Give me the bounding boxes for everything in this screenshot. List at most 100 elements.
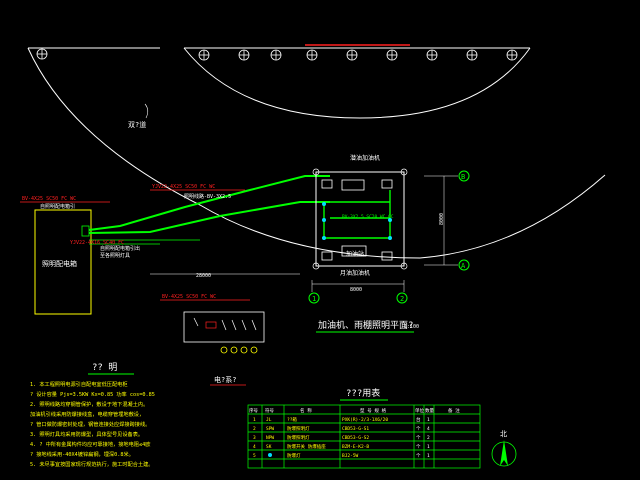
note-line: 3. 照明灯具均采用防爆型，具体型号见设备表。 xyxy=(30,430,143,438)
cable-label-c6: BV-3X2.5 SC20 WC CC xyxy=(342,214,394,220)
panel-schematic[interactable] xyxy=(183,311,265,343)
svg-text:序号: 序号 xyxy=(249,407,258,414)
table-row: 3 NPW 防爆照明灯 CBD53-G-S2 个 2 xyxy=(253,434,430,441)
light-icon xyxy=(346,49,358,61)
table-title: ???用表 xyxy=(346,387,380,399)
svg-text:PXK(R)-2/3-1X6/20: PXK(R)-2/3-1X6/20 xyxy=(342,417,388,423)
panel-outputs xyxy=(220,346,258,354)
svg-text:2: 2 xyxy=(427,435,430,441)
table-row: 2 SPW 防爆照明灯 CBD53-G-S1 个 4 xyxy=(253,425,430,432)
panel-box[interactable] xyxy=(81,225,90,237)
dimension-lines xyxy=(311,175,458,292)
svg-text:个: 个 xyxy=(416,453,421,459)
svg-text:5: 5 xyxy=(253,453,256,459)
cable-thin xyxy=(89,239,200,245)
axis-bubble-a: A xyxy=(458,259,470,271)
svg-text:数量: 数量 xyxy=(425,407,434,414)
note-line: ? 接地线采用-40X4镀锌扁钢，埋深0.8米。 xyxy=(30,450,134,458)
svg-text:CBD53-G-S2: CBD53-G-S2 xyxy=(342,435,369,441)
dispenser-bl[interactable] xyxy=(321,251,333,261)
light-icon xyxy=(386,49,398,61)
dim-left: 28000 xyxy=(196,273,211,279)
note-line: ? 管口做防爆密封处理，钢管连接处应焊接跨接线。 xyxy=(30,420,150,428)
table-symbol-icon xyxy=(268,453,272,457)
svg-text:防爆照明灯: 防爆照明灯 xyxy=(287,425,310,432)
canopy-lights xyxy=(36,48,518,61)
fuel-island xyxy=(315,171,405,267)
table-row: 5 防爆灯 BJ2-5W 个 1 xyxy=(253,452,430,459)
cable-routes xyxy=(88,175,330,234)
cable-label-c1: YJV22-4X25 SC50 FC WC xyxy=(152,184,215,190)
cable-label-c7: 自照明配电箱引 xyxy=(40,203,75,210)
svg-text:1: 1 xyxy=(312,295,316,303)
north-arrow-icon: 北 xyxy=(491,430,517,467)
svg-text:BJ2-5W: BJ2-5W xyxy=(342,453,359,459)
light-icon xyxy=(238,49,250,61)
svg-text:台: 台 xyxy=(416,416,421,423)
svg-text:北: 北 xyxy=(500,430,507,438)
equipment-table xyxy=(247,404,481,469)
svg-text:1: 1 xyxy=(427,453,430,459)
svg-text:A: A xyxy=(461,262,466,270)
panel-breakers xyxy=(193,317,257,331)
canopy-outline xyxy=(27,44,606,259)
svg-text:个: 个 xyxy=(416,435,421,441)
dim-width: 8000 xyxy=(350,287,362,293)
svg-text:4: 4 xyxy=(253,444,256,450)
svg-text:1: 1 xyxy=(253,417,256,423)
svg-text:个: 个 xyxy=(416,444,421,450)
svg-text:名 称: 名 称 xyxy=(300,407,312,414)
note-line: 5. 未尽事宜按国家现行规范执行，施工时配合土建。 xyxy=(30,460,154,468)
light-icon xyxy=(506,49,518,61)
svg-text:B: B xyxy=(461,173,465,181)
island-corner-marks xyxy=(312,168,408,270)
svg-text:2: 2 xyxy=(253,426,256,432)
light-icon xyxy=(270,49,282,61)
cable-label-c2: 照明线路-BV-3X2.5 xyxy=(184,193,231,200)
note-line: 2. 照明线路均穿钢管保护，敷设于地下混凝土内。 xyxy=(30,400,148,408)
dim-height: 8000 xyxy=(439,213,445,225)
note-line: 4. ? 中所有金属构件均应可靠接地，接地电阻≤4欧 xyxy=(30,440,151,448)
table-row: 1 JL ??箱 PXK(R)-2/3-1X6/20 台 1 xyxy=(253,416,430,423)
island-center-label: 加油站 xyxy=(346,250,364,258)
cable-label-c4: 自照明配电箱引出 xyxy=(100,245,140,252)
svg-text:防爆照明灯: 防爆照明灯 xyxy=(287,434,310,441)
svg-text:防爆灯: 防爆灯 xyxy=(287,452,301,459)
svg-text:NPW: NPW xyxy=(266,435,274,441)
dispenser-tr[interactable] xyxy=(381,179,393,189)
island-junction-dots xyxy=(322,202,392,240)
plan-title: 加油机、雨棚照明平面? xyxy=(318,319,413,331)
axis-bubble-2: 2 xyxy=(396,292,408,304)
note-line: ? 设计容量 Pjs=3.5KW Kx=0.85 功率 cos=0.85 xyxy=(30,390,155,398)
note-line: 1. 本工程照明电源引自配电室低压配电柜 xyxy=(30,380,128,388)
svg-text:SK: SK xyxy=(266,444,272,450)
light-icon xyxy=(466,49,478,61)
svg-text:备 注: 备 注 xyxy=(448,407,460,414)
cable-label-c5: 至各照明灯具 xyxy=(100,252,130,259)
svg-text:SPW: SPW xyxy=(266,426,274,432)
room-label: 照明配电箱 xyxy=(42,259,77,268)
svg-text:??箱: ??箱 xyxy=(287,416,297,423)
table-row: 4 SK 防爆开关 防爆插座 BZM-E-K2-B 个 1 xyxy=(253,443,430,450)
schematic-label: BV-4X25 SC50 FC WC xyxy=(162,294,216,300)
svg-text:BZM-E-K2-B: BZM-E-K2-B xyxy=(342,444,369,450)
svg-text:防爆开关 防爆插座: 防爆开关 防爆插座 xyxy=(287,443,326,450)
notes-title: ?? 明 xyxy=(92,362,117,373)
plan-scale: 1:100 xyxy=(404,324,419,330)
island-pump-center xyxy=(341,245,367,257)
svg-text:单位: 单位 xyxy=(415,407,424,414)
dispenser-tl[interactable] xyxy=(321,179,333,189)
table-rows: 1 JL ??箱 PXK(R)-2/3-1X6/20 台 1 2 SPW 防爆照… xyxy=(253,416,430,459)
light-icon xyxy=(198,49,210,61)
island-bottom-label: 月油加油机 xyxy=(340,269,370,277)
svg-text:符号: 符号 xyxy=(265,407,274,414)
axis-bubble-1: 1 xyxy=(308,292,320,304)
light-icon xyxy=(36,48,48,60)
table-header: 序号 符号 名 称 型 号 规 格 单位 数量 备 注 xyxy=(249,407,460,414)
svg-text:JL: JL xyxy=(266,417,272,423)
note-line: 加油机引线采用防爆接线盒，电缆穿管埋地敷设， xyxy=(30,410,144,418)
island-pump-top xyxy=(341,179,365,191)
dispenser-br[interactable] xyxy=(381,251,393,261)
road-leader xyxy=(144,103,149,119)
